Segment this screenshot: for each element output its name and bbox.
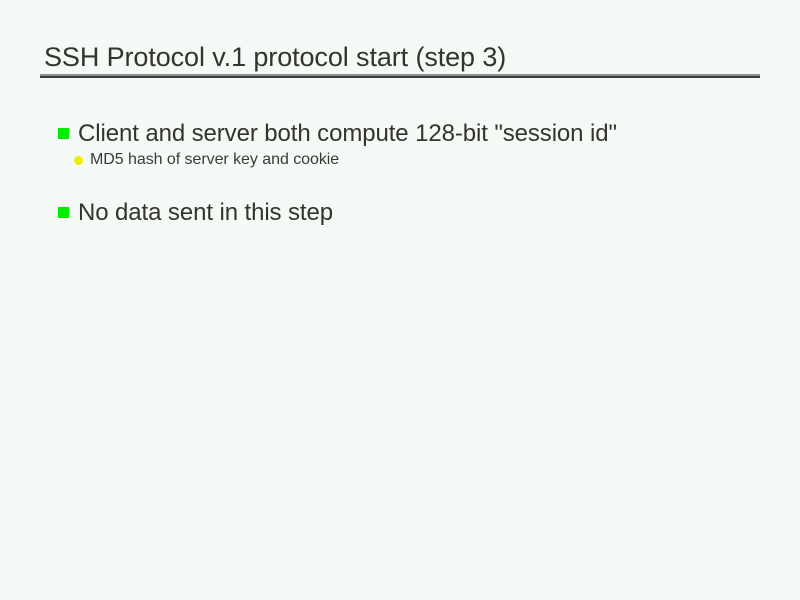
square-bullet-icon <box>58 207 69 218</box>
square-bullet-icon <box>58 128 69 139</box>
bullet-level1-text: No data sent in this step <box>78 199 333 226</box>
title-divider-rule-shadow <box>40 76 760 78</box>
list-item: No data sent in this step <box>0 197 800 228</box>
bullet-level2-text: MD5 hash of server key and cookie <box>90 151 340 168</box>
bullet-spacer <box>0 171 800 197</box>
page-title: SSH Protocol v.1 protocol start (step 3) <box>44 42 507 72</box>
list-item: MD5 hash of server key and cookie <box>0 149 800 171</box>
bullet-level1-text: Client and server both compute 128-bit "… <box>78 120 617 147</box>
list-item: Client and server both compute 128-bit "… <box>0 118 800 149</box>
dot-bullet-icon <box>74 156 83 165</box>
slide-body: Client and server both compute 128-bit "… <box>0 118 800 228</box>
title-divider-rule <box>40 74 760 76</box>
